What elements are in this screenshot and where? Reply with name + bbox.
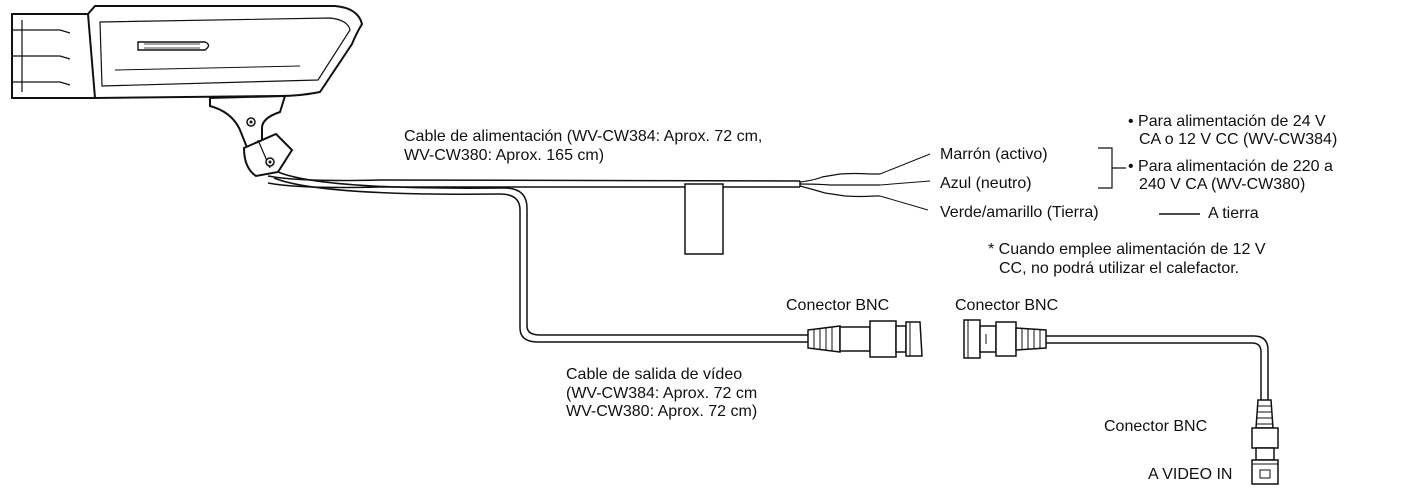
cable-tag [684, 183, 724, 255]
power-cable-label-line1: Cable de alimentación (WV-CW384: Aprox. … [404, 128, 763, 145]
wire-blue [799, 183, 880, 186]
bnc-cable [1046, 335, 1269, 400]
ground-note: A tierra [1208, 205, 1259, 222]
video-output-cable [273, 171, 808, 343]
bnc-connector-camera [807, 320, 923, 358]
bnc-connector-camera-label: Conector BNC [786, 297, 890, 314]
wire-brown [799, 172, 880, 183]
logo-slot [137, 41, 210, 51]
heater-note-line2: CC, no podrá utilizar el calefactor. [999, 260, 1240, 277]
camera-housing [11, 5, 364, 178]
power-cable-label-line2: WV-CW380: Aprox. 165 cm) [404, 147, 605, 164]
bnc-connector-cable-right [1251, 399, 1279, 485]
wire-blue-label: Azul (neutro) [940, 175, 1032, 192]
video-cable-label-line3: WV-CW380: Aprox. 72 cm) [566, 403, 758, 420]
bnc-connector-cable-right-label: Conector BNC [1104, 418, 1208, 435]
wire-brown-label: Marrón (activo) [940, 146, 1048, 163]
video-cable-label-line2: (WV-CW384: Aprox. 72 cm [566, 385, 758, 402]
swivel-joint [242, 132, 294, 178]
bracket [1098, 147, 1126, 189]
heater-note-line1: * Cuando emplee alimentación de 12 V [988, 241, 1266, 258]
power-note-2-line1: • Para alimentación de 220 a [1128, 158, 1333, 175]
power-note-1-line1: • Para alimentación de 24 V [1128, 113, 1326, 130]
wire-green-yellow [799, 185, 880, 198]
power-note-2-line2: 240 V CA (WV-CW380) [1139, 176, 1306, 193]
wire-green-yellow-label: Verde/amarillo (Tierra) [940, 204, 1099, 221]
camera-body [86, 5, 364, 100]
power-note-1-line2: CA o 12 V CC (WV-CW384) [1139, 131, 1338, 148]
bnc-connector-cable-left-label: Conector BNC [955, 297, 1059, 314]
bnc-connector-cable-left [963, 319, 1047, 359]
video-cable-label-line1: Cable de salida de vídeo [566, 366, 743, 383]
video-in-label: A VIDEO IN [1148, 466, 1233, 483]
